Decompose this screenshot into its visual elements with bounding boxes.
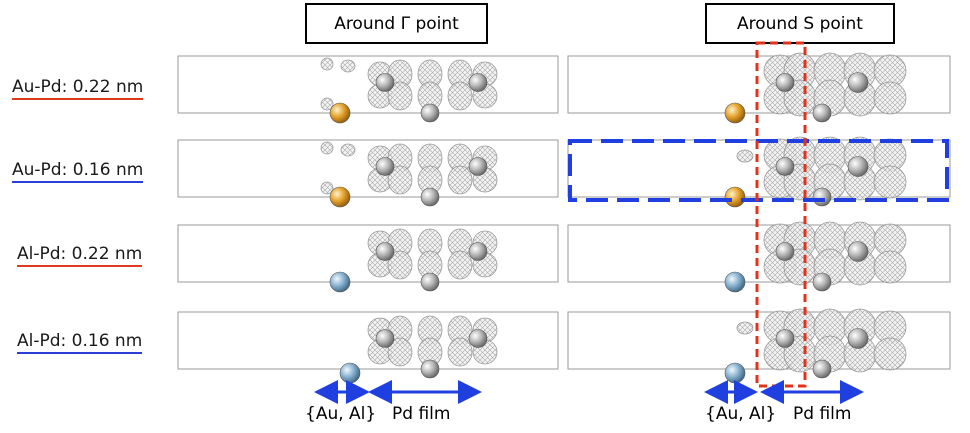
pd-atom-icon [375, 73, 395, 92]
row-label-au-pd-022: Au-Pd: 0.22 nm [12, 77, 144, 100]
orbital-lobe [873, 250, 907, 284]
pd-atom-icon [420, 359, 440, 379]
panel-gamma-row-1 [177, 139, 559, 208]
pd-atom-icon [775, 73, 795, 92]
panel-gamma-row-3 [177, 311, 559, 384]
orbital-lobe [447, 337, 473, 367]
orbital-lobe [340, 59, 356, 73]
bottom-label-left-substrate: {Au, Al} [305, 404, 377, 424]
panel-frame [177, 224, 559, 283]
orbital-lobe [736, 149, 754, 163]
orbital-lobe [320, 57, 334, 71]
au-atom-icon [724, 102, 746, 124]
pd-atom-icon [468, 242, 488, 261]
al-atom-icon [724, 362, 746, 384]
pd-atom-icon [775, 157, 795, 176]
panel-frame [177, 311, 559, 370]
panel-frame [177, 139, 559, 198]
orbital-lobe [387, 250, 413, 280]
pd-atom-icon [468, 73, 488, 92]
row-label-al-pd-022: Al-Pd: 0.22 nm [17, 244, 143, 267]
orbital-lobe [447, 81, 473, 111]
panel-s-row-2 [567, 221, 951, 293]
orbital-lobe [736, 321, 754, 335]
al-atom-icon [724, 271, 746, 293]
pd-atom-icon [847, 72, 869, 93]
orbital-lobe [873, 165, 907, 199]
orbital-lobe [320, 97, 334, 111]
panel-frame [177, 55, 559, 114]
orbital-lobe [340, 143, 356, 157]
row-label-text: Au-Pd: 0.16 nm [12, 160, 144, 180]
orbital-lobe [447, 165, 473, 195]
header-gamma-label: Around Γ point [334, 13, 459, 34]
header-gamma-point: Around Γ point [305, 3, 488, 44]
header-s-label: Around S point [737, 13, 863, 34]
pd-atom-icon [812, 272, 832, 292]
pd-atom-icon [847, 156, 869, 177]
orbital-lobe [320, 141, 334, 155]
pd-atom-icon [847, 241, 869, 262]
pd-atom-icon [375, 157, 395, 176]
panel-s-row-3 [567, 308, 951, 384]
au-atom-icon [329, 186, 351, 208]
row-label-au-pd-016: Au-Pd: 0.16 nm [12, 160, 144, 183]
orbital-lobe [447, 250, 473, 280]
panel-s-row-1 [567, 136, 951, 208]
bottom-label-right-substrate: {Au, Al} [705, 404, 777, 424]
panel-gamma-row-2 [177, 224, 559, 293]
panel-s-row-0 [567, 52, 951, 124]
row-label-text: Au-Pd: 0.22 nm [12, 77, 144, 97]
bottom-label-right-film: Pd film [793, 404, 852, 424]
orbital-lobe [873, 337, 907, 371]
al-atom-icon [339, 362, 361, 384]
orbital-lobe [320, 181, 334, 195]
overlay-layer [314, 41, 949, 404]
pd-atom-icon [468, 329, 488, 348]
orbital-lobe [873, 81, 907, 115]
orbital-lobe [387, 81, 413, 111]
orbital-lobe [387, 165, 413, 195]
pd-atom-icon [775, 242, 795, 261]
pd-atom-icon [847, 328, 869, 349]
pd-atom-icon [420, 187, 440, 207]
pd-atom-icon [420, 272, 440, 292]
pd-atom-icon [812, 103, 832, 123]
au-atom-icon [329, 102, 351, 124]
row-label-al-pd-016: Al-Pd: 0.16 nm [17, 331, 143, 354]
bottom-label-left-film: Pd film [392, 404, 451, 424]
al-atom-icon [329, 271, 351, 293]
orbital-lobe [387, 337, 413, 367]
panel-gamma-row-0 [177, 55, 559, 124]
pd-atom-icon [375, 242, 395, 261]
row-label-text: Al-Pd: 0.16 nm [17, 331, 143, 351]
pd-atom-icon [420, 103, 440, 123]
panel-layer [177, 52, 951, 384]
pd-atom-icon [468, 157, 488, 176]
au-atom-icon [724, 186, 746, 208]
pd-atom-icon [812, 359, 832, 379]
row-label-text: Al-Pd: 0.22 nm [17, 244, 143, 264]
pd-atom-icon [375, 329, 395, 348]
pd-atom-icon [775, 329, 795, 348]
pd-atom-icon [812, 187, 832, 207]
